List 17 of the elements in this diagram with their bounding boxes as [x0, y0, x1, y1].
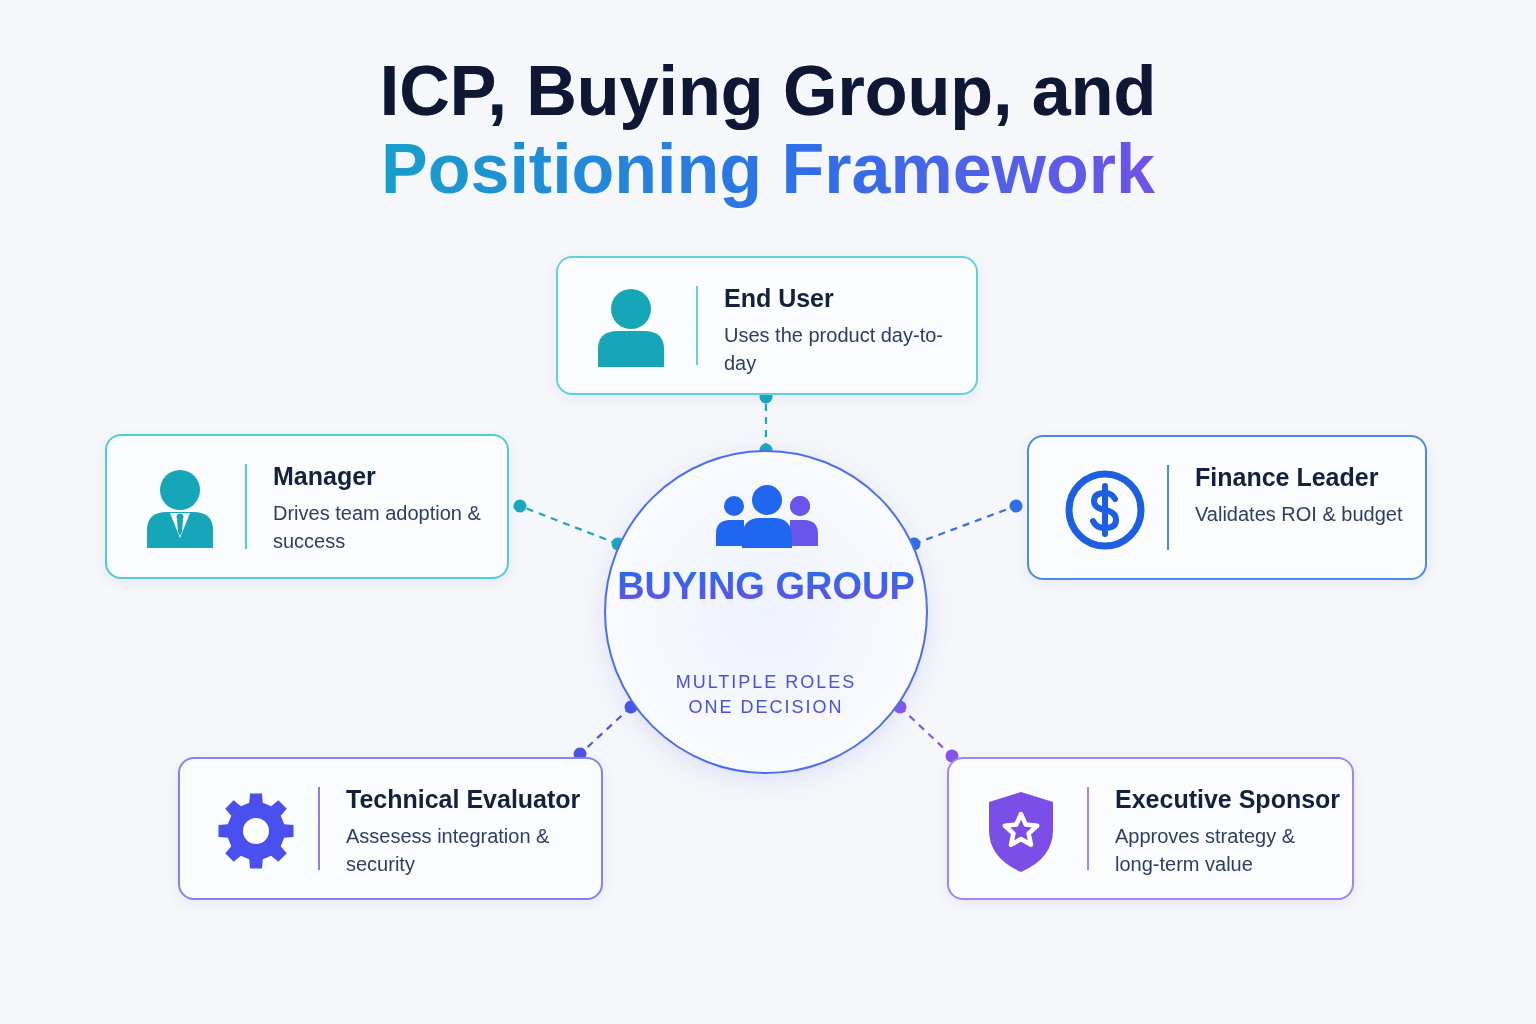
role-card: [556, 256, 978, 395]
role-description: Validates ROI & budget: [1195, 502, 1404, 527]
role-title: Finance Leader: [1195, 463, 1380, 492]
role-description: Drives team adoption & success: [273, 501, 482, 554]
role-title: Manager: [273, 462, 377, 491]
role-card: [105, 434, 509, 579]
role-title: End User: [724, 284, 835, 313]
role-description: Uses the product day-to-day: [724, 323, 944, 376]
role-title: Executive Sponsor: [1115, 785, 1342, 814]
role-card: [947, 757, 1354, 900]
role-description: Assesess integration & security: [346, 824, 551, 877]
dashed-connector: [893, 700, 959, 763]
hub-subtitle: MULTIPLE ROLES ONE DECISION: [674, 671, 858, 719]
role-card: [178, 757, 603, 900]
role-card: [1027, 435, 1427, 580]
role-description: Approves strategy & long-term value: [1115, 824, 1297, 877]
role-title: Technical Evaluator: [346, 785, 582, 814]
